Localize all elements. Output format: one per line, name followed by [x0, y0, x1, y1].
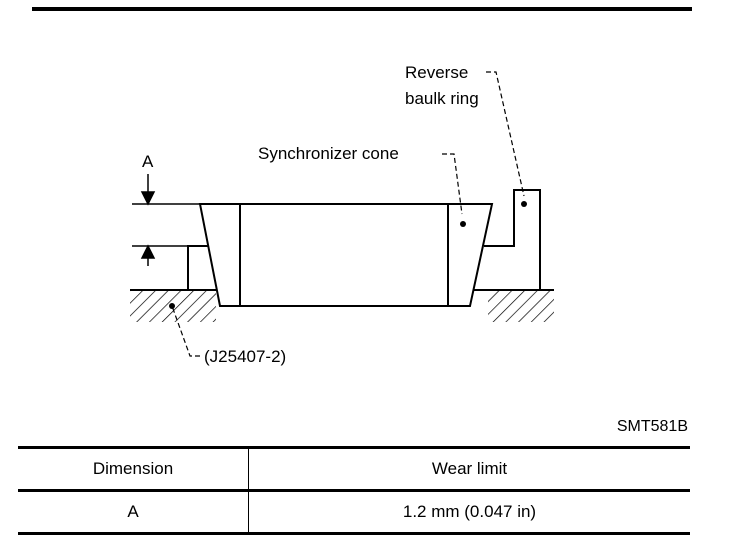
label-reverse-line2: baulk ring [405, 89, 479, 108]
table-header-row: Dimension Wear limit [18, 446, 690, 492]
figure-reference: SMT581B [616, 418, 688, 435]
fixture-post [187, 245, 208, 290]
reverse-baulk-ring [484, 189, 541, 290]
leader-dot-tool [169, 303, 175, 309]
label-reverse-line1: Reverse [405, 63, 468, 82]
label-dimension-a: A [142, 152, 154, 171]
leader-dot-reverse [521, 201, 527, 207]
leader-reverse [486, 71, 525, 197]
fixture-base-right [472, 289, 554, 322]
table-row: A 1.2 mm (0.047 in) [18, 490, 690, 535]
leader-lines [171, 71, 525, 357]
cell-dimension: A [18, 490, 249, 535]
label-synchronizer-cone: Synchronizer cone [258, 144, 399, 163]
leader-dot-synchronizer [460, 221, 466, 227]
synchronizer-cone [198, 203, 494, 307]
label-tool: (J25407-2) [204, 347, 286, 366]
dimension-a-marker [132, 174, 200, 266]
leader-tool [171, 305, 200, 357]
top-border [32, 7, 692, 11]
cell-wear-limit: 1.2 mm (0.047 in) [248, 490, 690, 535]
header-wear-limit: Wear limit [248, 446, 690, 492]
leader-synchronizer [442, 153, 463, 215]
header-dimension: Dimension [18, 446, 249, 492]
wear-limit-table: Dimension Wear limit A 1.2 mm (0.047 in) [18, 446, 690, 535]
